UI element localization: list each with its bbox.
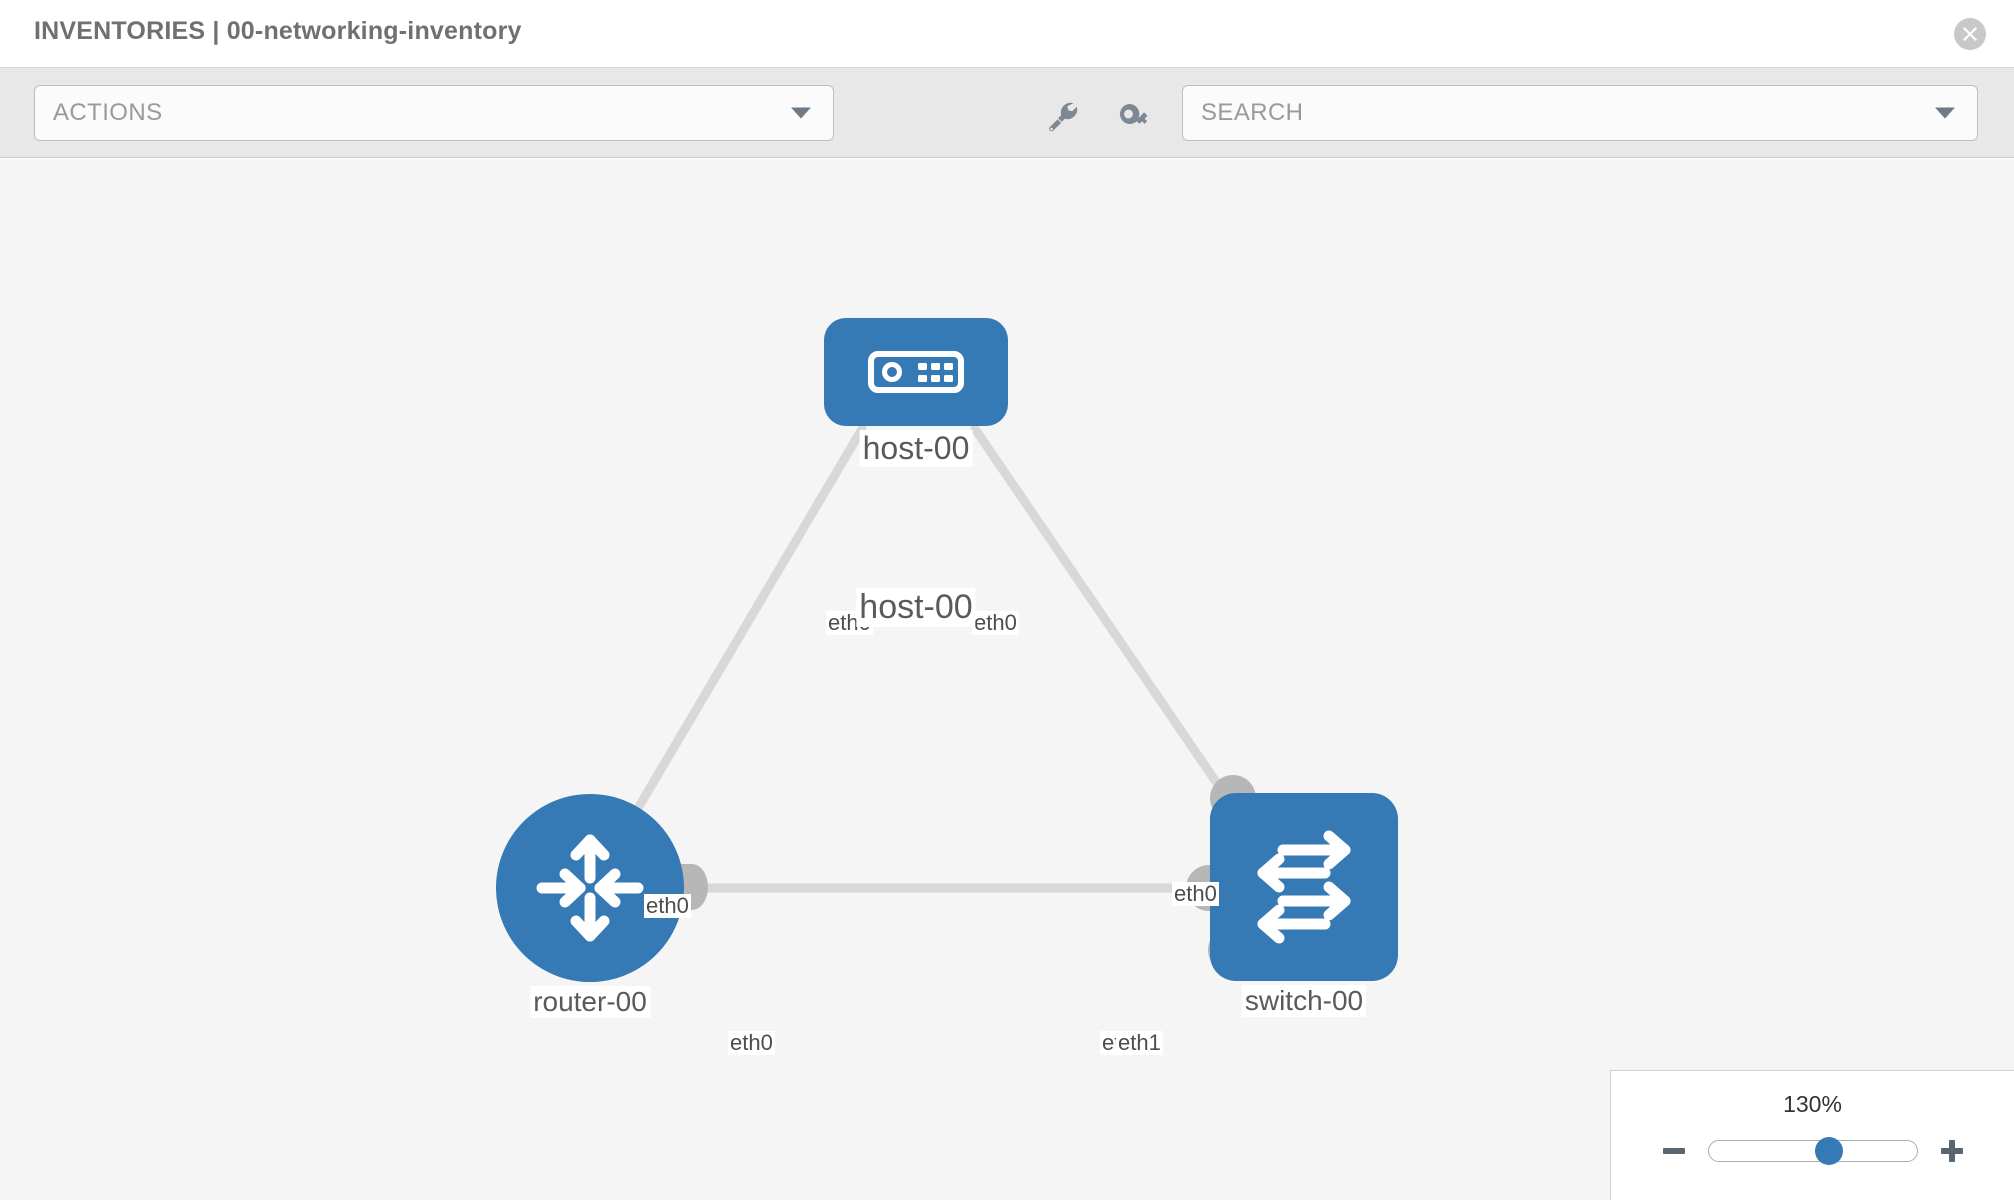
zoom-out-button[interactable] bbox=[1656, 1133, 1692, 1169]
search-placeholder: SEARCH bbox=[1201, 99, 1304, 126]
edge-label-switch-up: eth0 bbox=[1172, 881, 1219, 907]
search-input[interactable]: SEARCH bbox=[1182, 85, 1978, 141]
router-arrows-icon bbox=[536, 834, 644, 942]
toolbar: ACTIONS SEARCH bbox=[0, 68, 2014, 158]
key-icon[interactable] bbox=[1112, 98, 1156, 134]
edge-label-switch-left-eth1: eth1 bbox=[1116, 1030, 1163, 1056]
wrench-icon[interactable] bbox=[1040, 98, 1084, 134]
zoom-slider-thumb[interactable] bbox=[1815, 1137, 1844, 1165]
zoom-in-button[interactable] bbox=[1934, 1133, 1970, 1169]
node-switch-00[interactable]: switch-00 bbox=[1210, 793, 1398, 1018]
node-router-00[interactable]: router-00 bbox=[496, 794, 684, 1019]
node-router-00-shape bbox=[496, 794, 684, 982]
edge-label-router-right: eth0 bbox=[728, 1030, 775, 1056]
link-host-router bbox=[603, 424, 867, 864]
zoom-slider-track[interactable] bbox=[1707, 1137, 1918, 1165]
chevron-down-icon bbox=[791, 107, 811, 119]
actions-dropdown-label: ACTIONS bbox=[53, 99, 163, 126]
node-switch-00-label: switch-00 bbox=[1241, 985, 1367, 1018]
node-switch-00-shape bbox=[1210, 793, 1398, 981]
server-icon bbox=[868, 351, 964, 393]
edge-label-router-up: eth0 bbox=[644, 893, 691, 919]
node-host-00-label: host-00 bbox=[859, 430, 973, 467]
page-title: INVENTORIES | 00-networking-inventory bbox=[34, 17, 522, 45]
zoom-level-value: 130% bbox=[1783, 1091, 1842, 1117]
zoom-slider-row bbox=[1611, 1129, 2014, 1173]
node-host-00-shape bbox=[824, 318, 1008, 426]
link-host-switch bbox=[970, 424, 1260, 844]
topology-graph: host-00 bbox=[0, 159, 2014, 1200]
window-header: INVENTORIES | 00-networking-inventory bbox=[0, 0, 2014, 68]
chevron-down-icon bbox=[1935, 107, 1955, 119]
node-host-00[interactable]: host-00 bbox=[824, 318, 1008, 467]
zoom-control-panel: 130% bbox=[1610, 1070, 2014, 1200]
topology-canvas[interactable]: host-00 bbox=[0, 159, 2014, 1200]
close-icon[interactable] bbox=[1954, 18, 1986, 50]
node-host-00-label-overlay: host-00 bbox=[856, 588, 976, 628]
edge-label-host-right: eth0 bbox=[972, 610, 1019, 636]
node-router-00-label: router-00 bbox=[530, 986, 650, 1019]
actions-dropdown[interactable]: ACTIONS bbox=[34, 85, 834, 141]
switch-arrows-icon bbox=[1257, 830, 1351, 944]
topology-links bbox=[603, 424, 1260, 893]
